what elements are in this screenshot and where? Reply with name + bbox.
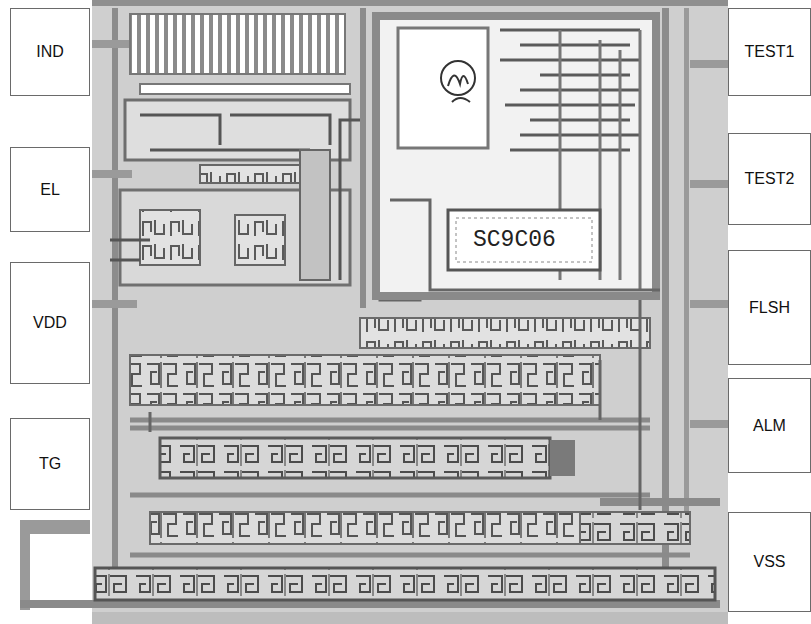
pad-box: VSS xyxy=(728,512,811,612)
pad-label: VDD xyxy=(33,314,67,332)
pad-label: VSS xyxy=(753,553,785,571)
pad-box: TG xyxy=(10,418,90,510)
pad-label: FLSH xyxy=(749,299,790,317)
pad-label: TEST2 xyxy=(745,170,795,188)
pad-box: VDD xyxy=(10,262,90,384)
pad-box: IND xyxy=(10,8,90,96)
pad-label: TEST1 xyxy=(745,43,795,61)
pad-label: TG xyxy=(39,455,61,473)
pad-box: EL xyxy=(10,147,90,232)
pad-label: ALM xyxy=(753,417,786,435)
pad-box: FLSH xyxy=(728,250,811,365)
pad-label: IND xyxy=(36,43,64,61)
pad-label: EL xyxy=(40,181,60,199)
pad-box: ALM xyxy=(728,378,811,473)
pad-box: TEST1 xyxy=(728,8,811,96)
pad-box: TEST2 xyxy=(728,133,811,225)
chip-marking: SC9C06 xyxy=(470,227,559,253)
